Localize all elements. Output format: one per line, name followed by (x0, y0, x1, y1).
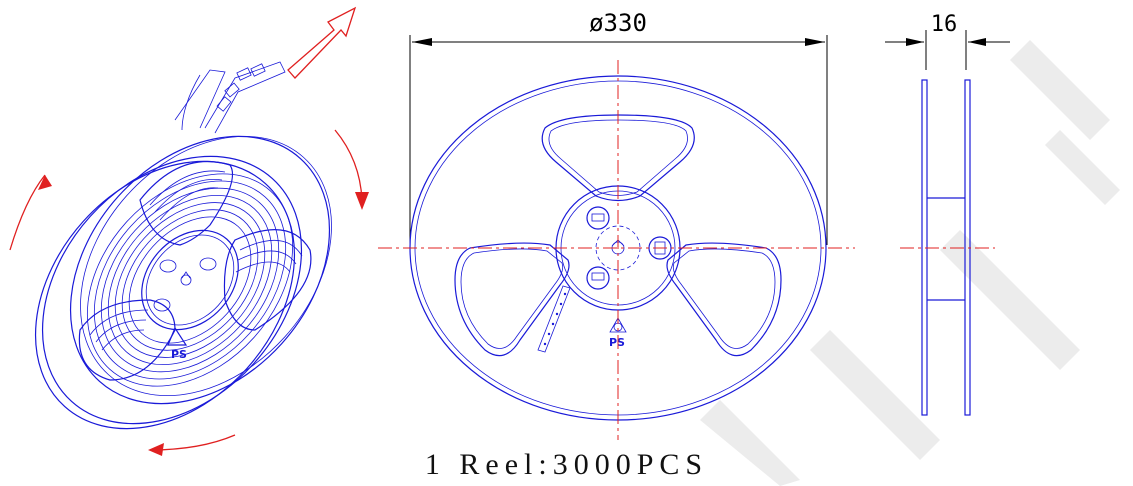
perspective-reel: PS (34, 61, 332, 430)
watermark (700, 40, 1120, 486)
recycle-label-front: PS (609, 336, 625, 349)
reel-quantity-caption: 1 Reel:3000PCS (424, 448, 709, 481)
rotation-arrows (9, 6, 369, 456)
side-view: 16 (885, 12, 1010, 416)
diameter-label: ø330 (589, 9, 647, 37)
width-dimension: 16 (885, 12, 1010, 70)
front-view: ø330 (378, 9, 855, 440)
diameter-dimension: ø330 (409, 9, 828, 245)
recycle-label-perspective: PS (171, 348, 187, 361)
width-label: 16 (931, 12, 958, 37)
